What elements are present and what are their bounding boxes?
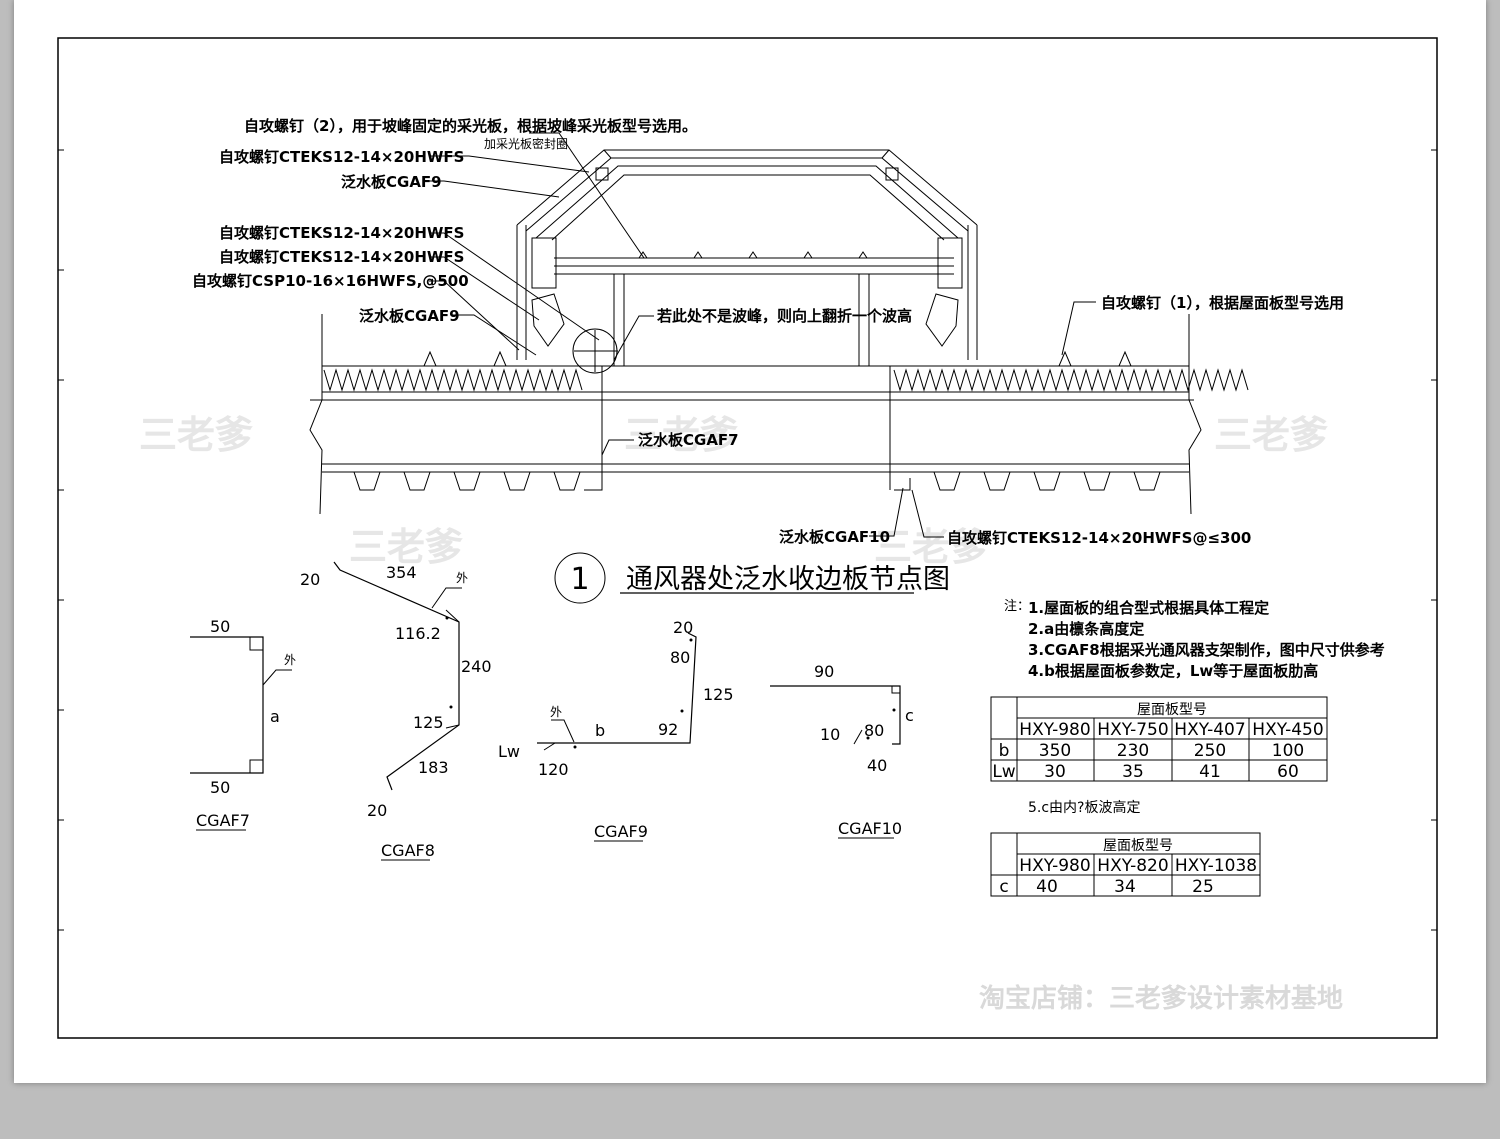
cgaf8-d5: 125 — [413, 713, 444, 732]
leader-lines — [429, 132, 1096, 538]
table1-row-label: b — [999, 741, 1010, 761]
cgaf8-d7: 20 — [367, 801, 387, 820]
note-item: 4.b根据屋面板参数定，Lw等于屋面板肋高 — [1028, 662, 1318, 680]
drawing-frame — [57, 37, 1438, 1039]
cgaf8-name: CGAF8 — [381, 841, 435, 860]
watermark: 三老爹 — [139, 413, 253, 457]
label-fold-note: 若此处不是波峰，则向上翻折一个波高 — [656, 307, 912, 325]
table2-row-label: c — [999, 877, 1008, 897]
table1-cell: 41 — [1199, 762, 1221, 782]
table1-header: 屋面板型号 — [1137, 702, 1207, 718]
table1-col: HXY-980 — [1019, 720, 1090, 740]
section-drawing — [309, 149, 1249, 515]
cgaf8-d2: 354 — [386, 563, 417, 582]
cgaf7-side: a — [270, 707, 280, 726]
table2-cell: 25 — [1192, 877, 1214, 897]
cgaf8-outer: 外 — [456, 571, 468, 585]
table1-cell: 60 — [1277, 762, 1299, 782]
table1-cell: 100 — [1272, 741, 1304, 761]
cgaf10-d5: 40 — [867, 756, 887, 775]
cgaf9-d1: 20 — [673, 618, 693, 637]
table2-cell: 40 — [1036, 877, 1058, 897]
label-screw-csp: 自攻螺钉CSP10-16×16HWFS,@500 — [192, 272, 469, 290]
notes-prefix: 注： — [1004, 599, 1030, 614]
note-item: 1.屋面板的组合型式根据具体工程定 — [1028, 599, 1269, 617]
watermark: 三老爹 — [624, 413, 738, 457]
title-circle — [554, 552, 606, 604]
shop-watermark: 淘宝店铺：三老爹设计素材基地 — [979, 983, 1343, 1014]
cgaf8-d6: 183 — [418, 758, 449, 777]
title-number: 1 — [570, 562, 589, 597]
drawing-canvas: 三老爹 三老爹 三老爹 三老爹 三老爹 淘宝店铺：三老爹设计素材基地 — [57, 37, 1438, 1039]
cgaf9-name: CGAF9 — [594, 822, 648, 841]
cgaf10-d1: 90 — [814, 662, 834, 681]
cgaf7-bottom: 50 — [210, 778, 230, 797]
cgaf9-d7: 120 — [538, 760, 569, 779]
drawing-sheet: 三老爹 三老爹 三老爹 三老爹 三老爹 淘宝店铺：三老爹设计素材基地 — [14, 0, 1486, 1083]
note-item: 2.a由檩条高度定 — [1028, 620, 1144, 638]
table1-row-label: Lw — [992, 762, 1015, 782]
table1-col: HXY-450 — [1252, 720, 1323, 740]
table-c: 屋面板型号 HXY-980 HXY-820 HXY-1038 c 40 34 2… — [990, 832, 1261, 897]
table1-cell: 350 — [1039, 741, 1071, 761]
detail-cgaf8: 20 354 116.2 240 125 183 20 外 CGAF8 — [300, 561, 492, 861]
detail-cgaf7: 50 50 a 外 CGAF7 — [190, 617, 296, 831]
cgaf10-d2: c — [905, 706, 914, 725]
table2-col: HXY-1038 — [1175, 856, 1257, 876]
label-flash9-low: 泛水板CGAF9 — [359, 307, 460, 325]
detail-cgaf10: 90 c 10 80 40 CGAF10 — [770, 662, 914, 839]
watermark: 三老爹 — [1214, 413, 1328, 457]
cgaf8-d1: 20 — [300, 570, 320, 589]
cgaf8-d3: 116.2 — [395, 624, 441, 643]
table1-cell: 230 — [1117, 741, 1149, 761]
cgaf7-top: 50 — [210, 617, 230, 636]
cgaf7-outer: 外 — [284, 653, 296, 667]
label-screw-b: 自攻螺钉CTEKS12-14×20HWFS — [219, 248, 464, 266]
cgaf9-d3: 125 — [703, 685, 734, 704]
label-screw-top: 自攻螺钉CTEKS12-14×20HWFS — [219, 148, 464, 166]
frame-ticks — [58, 149, 1437, 931]
table2-header: 屋面板型号 — [1103, 838, 1173, 854]
title-text: 通风器处泛水收边板节点图 — [626, 564, 950, 595]
detail-cgaf9: 20 80 125 92 b Lw 120 外 CGAF9 — [498, 618, 734, 842]
cgaf9-d5: b — [595, 721, 605, 740]
table2-col: HXY-980 — [1019, 856, 1090, 876]
label-screw1: 自攻螺钉（1），根据屋面板型号选用 — [1101, 294, 1344, 312]
cgaf8-d4: 240 — [461, 657, 492, 676]
label-seal: 加采光板密封圈 — [484, 136, 568, 151]
table1-col: HXY-407 — [1174, 720, 1245, 740]
label-screw2: 自攻螺钉（2），用于坡峰固定的采光板，根据坡峰采光板型号选用。 — [244, 117, 697, 135]
watermark: 三老爹 — [874, 525, 988, 569]
table2-col: HXY-820 — [1097, 856, 1168, 876]
watermark: 三老爹 — [349, 525, 463, 569]
cgaf9-d6: Lw — [498, 742, 520, 761]
note-item5: 5.c由内?板波高定 — [1028, 799, 1141, 816]
table1-cell: 35 — [1122, 762, 1144, 782]
cgaf9-d2: 80 — [670, 648, 690, 667]
label-screw-bottom: 自攻螺钉CTEKS12-14×20HWFS@≤300 — [947, 529, 1251, 547]
table1-cell: 30 — [1044, 762, 1066, 782]
table2-cell: 34 — [1114, 877, 1136, 897]
cgaf9-outer: 外 — [550, 705, 562, 719]
label-screw-a: 自攻螺钉CTEKS12-14×20HWFS — [219, 224, 464, 242]
label-flash7: 泛水板CGAF7 — [638, 431, 739, 449]
table-b-lw: 屋面板型号 HXY-980 HXY-750 HXY-407 HXY-450 b … — [990, 696, 1328, 782]
table1-cell: 250 — [1194, 741, 1226, 761]
note-item: 3.CGAF8根据采光通风器支架制作，图中尺寸供参考 — [1028, 641, 1385, 659]
cgaf10-d3: 10 — [820, 725, 840, 744]
label-flash10: 泛水板CGAF10 — [779, 528, 890, 546]
cgaf10-name: CGAF10 — [838, 819, 902, 838]
cgaf7-name: CGAF7 — [196, 811, 250, 830]
cgaf10-d4: 80 — [864, 721, 884, 740]
cgaf9-d4: 92 — [658, 720, 678, 739]
table1-col: HXY-750 — [1097, 720, 1168, 740]
label-flash9-top: 泛水板CGAF9 — [341, 173, 442, 191]
